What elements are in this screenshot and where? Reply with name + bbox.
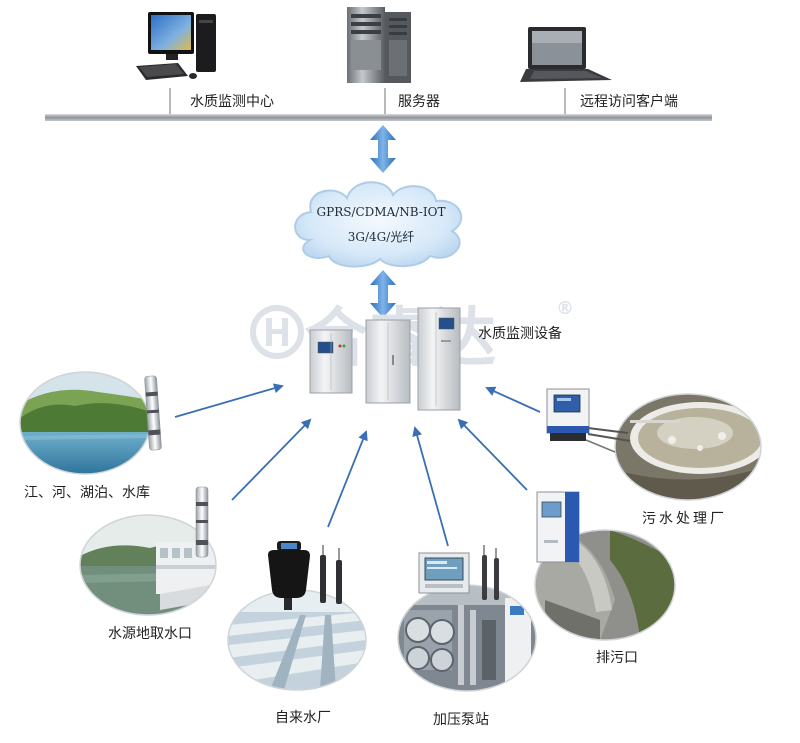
site-water-intake: 水源地取水口 xyxy=(79,486,217,642)
sensor-probes-sewage-plant xyxy=(585,427,631,453)
sensor-probes-pump xyxy=(482,545,499,600)
site-river-lake: 江、河、湖泊、水库 xyxy=(19,371,162,501)
cabinet-medium xyxy=(365,319,411,404)
arrow-from-pump-station xyxy=(412,426,449,547)
desktop-computer-icon xyxy=(136,12,216,80)
double-arrow-bottom xyxy=(370,270,396,318)
remote-client-label: 远程访问客户端 xyxy=(580,93,678,110)
sensor-probes-waterworks xyxy=(320,545,342,604)
site-pump-station-label: 加压泵站 xyxy=(433,712,489,728)
laptop-icon xyxy=(520,27,612,82)
river-photo xyxy=(20,372,150,474)
arrow-from-sewage-plant xyxy=(485,386,541,413)
arrow-from-water-intake xyxy=(231,418,312,501)
arrow-from-river xyxy=(174,383,284,418)
site-waterworks: 自来水厂 xyxy=(227,541,367,726)
site-sewage-outlet-label: 排污口 xyxy=(596,650,638,666)
network-protocols-text: GPRS/CDMA/NB-IOT xyxy=(317,205,446,219)
cabinet-large xyxy=(417,307,461,411)
network-cloud: GPRS/CDMA/NB-IOT 3G/4G/光纤 xyxy=(294,181,463,268)
sewage-plant-photo xyxy=(615,394,761,500)
arrow-from-waterworks xyxy=(327,430,368,528)
site-waterworks-label: 自来水厂 xyxy=(275,710,331,726)
arrow-from-sewage-outlet xyxy=(457,418,528,491)
network-bus-line xyxy=(45,114,712,121)
site-sewage-outlet: 排污口 xyxy=(534,491,676,666)
data-arrows xyxy=(174,383,541,547)
cabinet-small xyxy=(309,329,353,394)
network-media-text: 3G/4G/光纤 xyxy=(348,230,415,244)
monitoring-device-label: 水质监测设备 xyxy=(478,325,562,342)
water-quality-transmitter xyxy=(268,541,310,610)
monitoring-cabinets xyxy=(309,307,461,411)
site-pump-station: 加压泵站 xyxy=(397,545,537,728)
double-arrow-top xyxy=(370,125,396,173)
sensor-probe-intake xyxy=(195,486,209,558)
site-river-lake-label: 江、河、湖泊、水库 xyxy=(24,485,150,501)
site-water-intake-label: 水源地取水口 xyxy=(108,626,192,642)
analyzer-panel-sewage-plant xyxy=(546,388,590,441)
sensor-probe-river xyxy=(144,375,162,451)
server-label: 服务器 xyxy=(398,94,440,110)
site-sewage-plant-label: 污水处理厂 xyxy=(642,511,727,527)
server-tower-icon xyxy=(347,7,411,83)
water-intake-photo xyxy=(80,515,216,615)
watermark-registered-mark: ® xyxy=(556,298,574,319)
monitoring-center-label: 水质监测中心 xyxy=(190,94,274,110)
site-sewage-plant: 污水处理厂 xyxy=(546,388,762,527)
analyzer-cabinet-outlet xyxy=(536,491,580,563)
monitoring-panel-pump xyxy=(418,552,470,594)
